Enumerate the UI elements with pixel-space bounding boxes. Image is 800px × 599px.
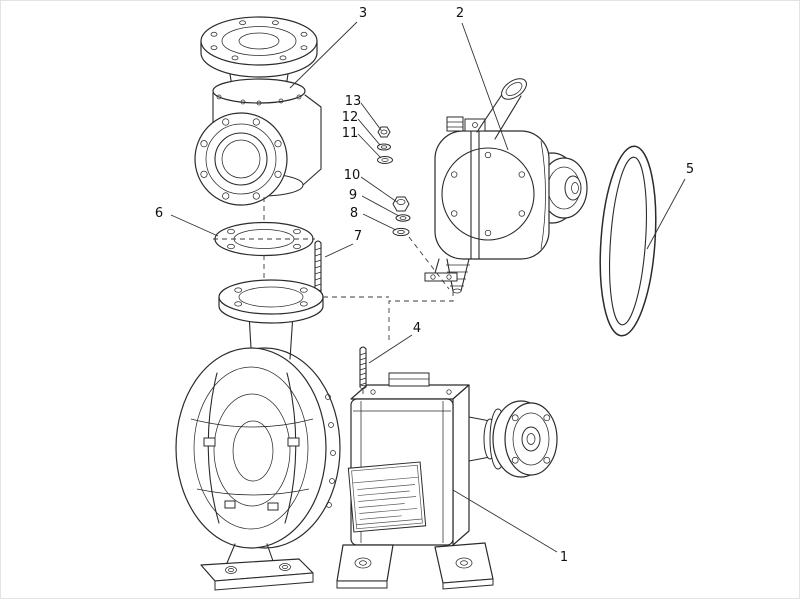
priming-pump-foot bbox=[424, 258, 458, 282]
fasteners-11-13 bbox=[377, 126, 393, 164]
callout-5-label: 5 bbox=[686, 162, 694, 177]
callout-1-label: 1 bbox=[560, 550, 568, 565]
assembly-dashed-lines bbox=[213, 197, 454, 398]
callout-4-label: 4 bbox=[413, 321, 421, 336]
callout-7-label: 7 bbox=[354, 229, 362, 244]
callout-1: 1 bbox=[452, 489, 568, 565]
volute-casing bbox=[175, 347, 327, 549]
front-flange bbox=[194, 112, 288, 206]
front-flange-bore bbox=[214, 132, 268, 186]
top-cap bbox=[446, 116, 464, 132]
name-plate bbox=[347, 461, 427, 533]
washer-9 bbox=[395, 214, 411, 222]
motor-unit bbox=[336, 372, 558, 590]
callout-11-label: 11 bbox=[342, 126, 359, 141]
stud-7 bbox=[314, 240, 322, 295]
callout-13: 13 bbox=[345, 94, 382, 131]
pump-inlet-flange bbox=[218, 279, 324, 360]
motor-feet bbox=[336, 542, 494, 590]
motor-side-face bbox=[452, 384, 470, 546]
pulley-hub bbox=[564, 175, 582, 201]
stud-4 bbox=[359, 346, 367, 389]
callout-6: 6 bbox=[155, 206, 219, 237]
callout-3-label: 3 bbox=[359, 6, 367, 21]
washer-12 bbox=[377, 143, 391, 151]
inlet-flange bbox=[218, 279, 324, 315]
nut-10 bbox=[392, 196, 410, 212]
callout-13-label: 13 bbox=[345, 94, 362, 109]
callout-3: 3 bbox=[289, 6, 367, 89]
callouts: 1 2 3 4 5 6 7 8 bbox=[155, 6, 694, 565]
callout-9-label: 9 bbox=[349, 188, 357, 203]
priming-pump-face bbox=[441, 147, 535, 241]
callout-12-label: 12 bbox=[342, 110, 359, 125]
v-belt-outer bbox=[599, 145, 657, 337]
coupling-hub bbox=[521, 426, 541, 452]
priming-pump bbox=[424, 78, 588, 294]
shaft-coupling bbox=[468, 400, 558, 478]
v-belt bbox=[599, 145, 657, 337]
callout-2: 2 bbox=[456, 6, 509, 151]
volute-foot bbox=[200, 543, 314, 591]
callout-4: 4 bbox=[368, 321, 421, 364]
washer-11 bbox=[377, 156, 393, 164]
v-belt-inner bbox=[609, 156, 647, 326]
body-top-ring bbox=[212, 78, 306, 104]
elbow-end bbox=[501, 78, 527, 100]
callout-10: 10 bbox=[344, 168, 398, 203]
callout-7: 7 bbox=[324, 229, 362, 258]
callout-8-label: 8 bbox=[350, 206, 358, 221]
fasteners-8-10 bbox=[392, 196, 411, 237]
flanged-body bbox=[194, 16, 322, 206]
callout-12: 12 bbox=[342, 110, 381, 146]
washer-8 bbox=[392, 227, 410, 237]
callout-2-label: 2 bbox=[456, 6, 464, 21]
callout-11: 11 bbox=[342, 126, 382, 159]
callout-9: 9 bbox=[349, 188, 400, 217]
callout-6-label: 6 bbox=[155, 206, 163, 221]
callout-10-label: 10 bbox=[344, 168, 361, 183]
pump-volute bbox=[175, 347, 341, 591]
motor-top-cap bbox=[388, 372, 430, 387]
callout-8: 8 bbox=[350, 206, 397, 231]
callout-5: 5 bbox=[646, 162, 694, 250]
top-flange bbox=[200, 16, 318, 66]
